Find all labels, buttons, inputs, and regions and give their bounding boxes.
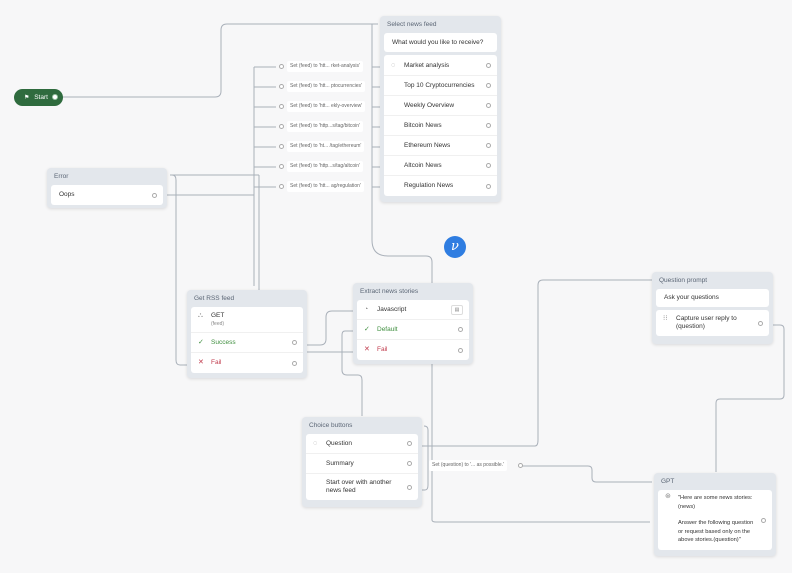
output-dot[interactable] <box>407 441 412 446</box>
fail-path[interactable]: ✕Fail <box>191 353 303 373</box>
choice-top-10[interactable]: Top 10 Cryptocurrencies <box>384 76 497 96</box>
success-path[interactable]: ✓Success <box>191 333 303 353</box>
openai-icon: ⊛ <box>665 493 671 500</box>
script-editor-icon[interactable]: ▤ <box>451 305 463 315</box>
gpt-message-block[interactable]: ⊛ "Here are some news stories: (news) An… <box>658 490 772 550</box>
output-dot[interactable] <box>292 360 297 366</box>
x-icon: ✕ <box>364 346 370 353</box>
set-feed-label[interactable]: Set (feed) to 'http...s/tag/bitcoin' <box>287 121 364 132</box>
set-feed-label[interactable]: Set (feed) to 'htt... ekly-overview' <box>287 101 366 112</box>
get-rss-feed-group[interactable]: Get RSS feed ⛬ GET (feed) ✓Success ✕Fail <box>187 290 307 378</box>
choice-summary[interactable]: Summary <box>306 454 418 474</box>
group-title: GPT <box>661 478 675 485</box>
choice-icon: ◌ <box>391 62 396 69</box>
output-dot[interactable] <box>761 517 766 523</box>
group-title: Choice buttons <box>309 422 353 429</box>
output-dot[interactable] <box>486 143 491 148</box>
edge-dot[interactable] <box>279 104 284 109</box>
text-input-icon: ⁝⁝ <box>663 315 668 322</box>
flag-icon: ⚑ <box>24 95 30 101</box>
code-icon: ◔ <box>364 306 369 313</box>
choice-icon: ◌ <box>313 440 318 447</box>
output-dot[interactable] <box>486 83 491 88</box>
prompt-text: Ask your questions <box>656 289 769 307</box>
edge-dot[interactable] <box>518 463 523 468</box>
output-dot[interactable] <box>486 63 491 68</box>
choice-list: ◌Market analysis Top 10 Cryptocurrencies… <box>384 55 497 196</box>
check-icon: ✓ <box>198 339 204 346</box>
output-dot[interactable] <box>458 347 463 353</box>
set-feed-label[interactable]: Set (feed) to 'htt... ag/regulation' <box>287 181 364 192</box>
error-text: Oops <box>51 185 163 205</box>
set-feed-label[interactable]: Set (feed) to 'htt... rket-analysis' <box>287 61 363 72</box>
choice-ethereum[interactable]: Ethereum News <box>384 136 497 156</box>
capture-input-block[interactable]: ⁝⁝Capture user reply to (question) <box>656 310 769 336</box>
output-dot[interactable] <box>292 340 297 345</box>
group-title: Select news feed <box>387 21 437 28</box>
group-title: Get RSS feed <box>194 295 235 302</box>
check-icon: ✓ <box>364 326 370 333</box>
edge-dot[interactable] <box>279 84 284 89</box>
set-feed-label[interactable]: Set (feed) to 'ht... /tag/ethereum' <box>287 141 365 152</box>
start-output-dot[interactable] <box>52 94 58 100</box>
webhook-icon: ⛬ <box>198 312 203 319</box>
output-dot[interactable] <box>486 103 491 108</box>
output-dot[interactable] <box>758 320 763 326</box>
choice-altcoin[interactable]: Altcoin News <box>384 156 497 176</box>
gpt-group[interactable]: GPT ⊛ "Here are some news stories: (news… <box>654 473 776 556</box>
group-title: Question prompt <box>659 277 708 284</box>
choice-market-analysis[interactable]: ◌Market analysis <box>384 56 497 76</box>
start-node[interactable]: ⚑ Start <box>14 89 63 106</box>
edge-dot[interactable] <box>279 164 284 169</box>
error-group[interactable]: Error Oops <box>47 168 167 208</box>
choice-regulation[interactable]: Regulation News <box>384 176 497 196</box>
choice-question[interactable]: ◌Question <box>306 434 418 454</box>
group-title: Extract news stories <box>360 288 419 295</box>
output-dot[interactable] <box>407 461 412 466</box>
start-label: Start <box>34 94 48 101</box>
choice-buttons-group[interactable]: Choice buttons ◌Question Summary Start o… <box>302 417 422 507</box>
choice-start-over[interactable]: Start over with another news feed <box>306 474 418 500</box>
set-feed-label[interactable]: Set (feed) to 'http...s/tag/altcoin' <box>287 161 364 172</box>
http-request-block[interactable]: ⛬ GET (feed) <box>191 307 303 333</box>
choice-bitcoin[interactable]: Bitcoin News <box>384 116 497 136</box>
set-feed-label[interactable]: Set (feed) to 'htt... ptocurrencies' <box>287 81 365 92</box>
edge-dot[interactable] <box>279 144 284 149</box>
output-dot[interactable] <box>458 327 463 332</box>
javascript-block[interactable]: ◔Javascript▤ <box>357 300 469 320</box>
extract-news-stories-group[interactable]: Extract news stories ◔Javascript▤ ✓Defau… <box>353 283 473 364</box>
output-dot[interactable] <box>486 183 491 189</box>
output-dot[interactable] <box>152 192 157 198</box>
output-dot[interactable] <box>407 484 412 490</box>
fail-path[interactable]: ✕Fail <box>357 340 469 360</box>
output-dot[interactable] <box>486 163 491 168</box>
select-news-feed-group[interactable]: Select news feed What would you like to … <box>380 16 501 202</box>
x-icon: ✕ <box>198 359 204 366</box>
edge-dot[interactable] <box>279 124 284 129</box>
edge-dot[interactable] <box>279 64 284 69</box>
default-path[interactable]: ✓Default <box>357 320 469 340</box>
output-dot[interactable] <box>486 123 491 128</box>
question-text: What would you like to receive? <box>384 33 497 52</box>
question-prompt-group[interactable]: Question prompt Ask your questions ⁝⁝Cap… <box>652 272 773 344</box>
group-title: Error <box>54 173 69 180</box>
choice-weekly[interactable]: Weekly Overview <box>384 96 497 116</box>
set-question-label[interactable]: Set (question) to '... as possible.' <box>429 460 507 471</box>
typebot-logo: ν <box>444 236 466 258</box>
edge-dot[interactable] <box>279 184 284 189</box>
